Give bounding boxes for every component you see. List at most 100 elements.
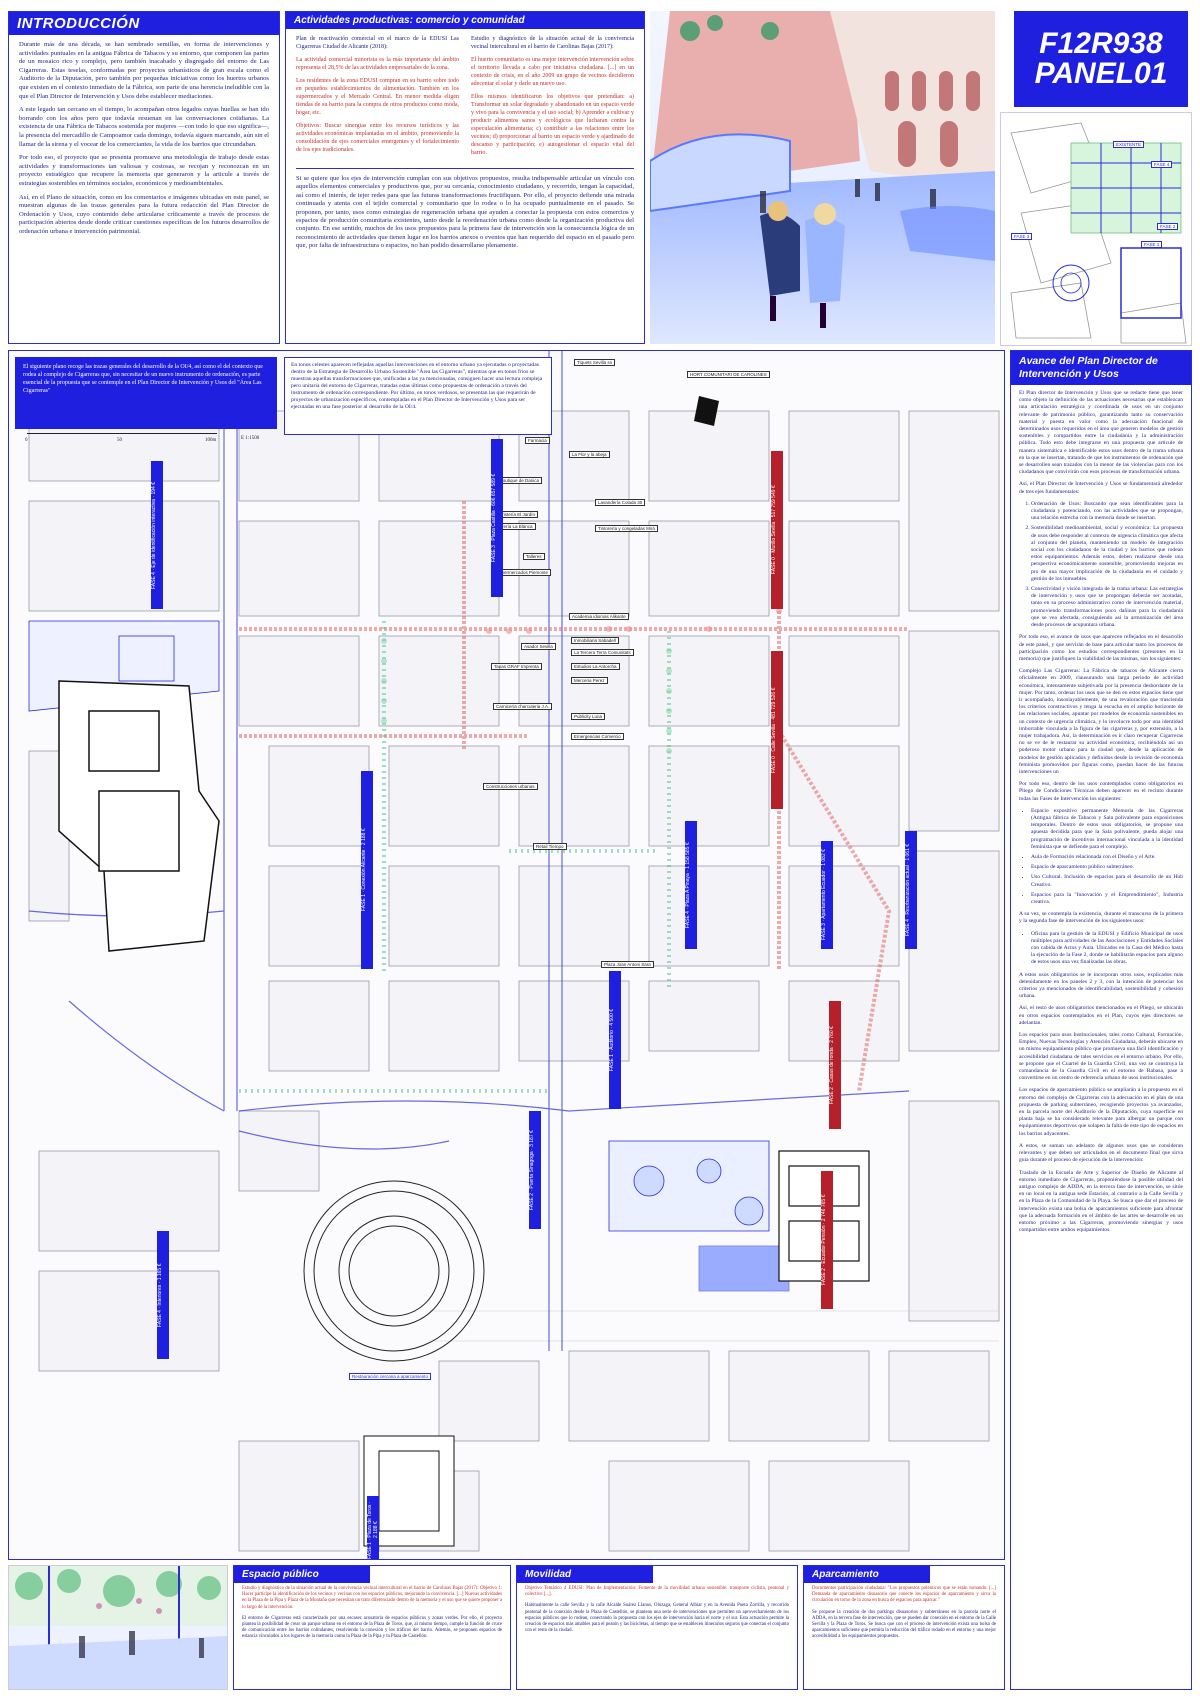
map-place-label: Tapas GRAF Imprenta xyxy=(491,663,542,670)
movilidad-body: Objetivo Temático 4 EDUSI: Plan de Imple… xyxy=(517,1583,797,1642)
map-place-label: Inmobiliaria Sabadell xyxy=(571,637,619,644)
map-place-label: Publicity Luna xyxy=(571,713,606,720)
activities-columns: Plan de reactivación comercial en el mar… xyxy=(286,29,644,168)
phase-tag-label: FASE 2 · Ecuador Pensión xyxy=(821,1225,827,1286)
phase-tag-value: 194 € xyxy=(151,481,157,495)
map-place-label: Academia idiomas Alikante xyxy=(569,613,629,620)
phase-tag-label: FASE 1 · Auditorio xyxy=(609,1030,615,1071)
phase-tag-value: 481 729 526 € xyxy=(771,687,777,720)
map-place-label: Farmacia xyxy=(525,437,550,444)
phase-tag-label: FASE 2 · Puerta Sinagoga xyxy=(529,1151,535,1210)
phase-tag: FASE 4 · Eje de identificación interacti… xyxy=(151,461,163,609)
phase-tag-label: FASE 4 · Reurbanización actual xyxy=(905,865,911,937)
phase-tag-value: 517 759 549 € xyxy=(771,485,777,518)
phase-tag: FASE 2 · Ecuador Pensión · 2 746 765 € xyxy=(821,1171,833,1309)
phase-tag: FASE 1 · Plaza de Toros · 2 188 € xyxy=(367,1496,379,1559)
scale-bar: 0 50 100m E 1:1500 xyxy=(23,433,273,449)
aparcamiento-text: Documentos participación ciudadana: "Los… xyxy=(812,1586,996,1604)
phase-tag-value: 1 158 585 € xyxy=(685,842,691,869)
activities-text: Objetivos: Buscar sinergias entre los re… xyxy=(296,123,459,153)
phase-tag-value: 1 165 € xyxy=(157,1263,163,1280)
panel-title: F12R938 PANEL01 xyxy=(1014,11,1188,107)
phase-tag: FASE 2 · Puerta Sinagoga · 3 187 € xyxy=(529,1111,541,1229)
intro-paragraph: Así, en el Plano de situación, como en l… xyxy=(19,193,269,235)
phase-tag: FASE 3 · Apartamento Ecuador · 1 082 € xyxy=(821,841,833,949)
phase-tag-label: FASE 0 · Calle Sevilla xyxy=(771,723,777,773)
map-place-label: Talleres xyxy=(523,553,545,560)
avance-text: Traslado de la Escuela de Arte y Superio… xyxy=(1019,1169,1183,1234)
map-place-label: Asador Sevilla xyxy=(521,643,556,650)
scale-tick: 0 xyxy=(25,438,28,443)
avance-text: Complejo Las Cigarreras: La Fábrica de t… xyxy=(1019,668,1183,775)
key-plan-label: FASE 3 xyxy=(1011,233,1033,240)
avance-text: Los espacios de aparcamiento público se … xyxy=(1019,1087,1183,1137)
phase-tag-value: 2 188 € xyxy=(373,1521,379,1539)
key-plan-label: FASE 2 xyxy=(1157,223,1179,230)
avance-body: El Plan director de Intervención y Usos … xyxy=(1011,385,1191,1244)
intro-paragraph: Durante más de una década, se han sembra… xyxy=(19,41,269,100)
movilidad-panel: Movilidad Objetivo Temático 4 EDUSI: Pla… xyxy=(516,1565,798,1690)
intro-heading: INTRODUCCIÓN xyxy=(9,12,279,35)
avance-list-item: Aula de Formación relacionada con el Dis… xyxy=(1031,854,1183,861)
espacio-publico-panel: Espacio público Estudio y diagnóstico de… xyxy=(233,1565,511,1690)
map-place-label: Emergencias Comercio xyxy=(571,733,624,740)
phase-tag-value: 1 061 € xyxy=(905,844,911,861)
phase-tag-label: FASE 4 · Plaza A Pinaya xyxy=(685,873,691,928)
avance-text: Por todo eso, el avance de usos que apar… xyxy=(1019,634,1183,662)
avance-eje: Conectividad y visión integrada de la tr… xyxy=(1031,586,1183,629)
key-plan-label: EXISTENTE xyxy=(1113,141,1145,148)
espacio-text: El entorno de Cigarreras está caracteriz… xyxy=(242,1615,502,1640)
intro-panel: INTRODUCCIÓN Durante más de una década, … xyxy=(8,11,280,344)
phase-tag: FASE 3 · Plaza Castilla · 606 657 589 € xyxy=(491,439,503,597)
street-render-image xyxy=(650,11,995,344)
avance-heading: Avance del Plan Director de Intervención… xyxy=(1011,351,1191,385)
site-plan-map: El siguiente plano recoge las trazas gen… xyxy=(8,350,1005,1560)
avance-list-item: Uso Cultural. Inclusión de espacios para… xyxy=(1031,874,1183,888)
map-legend-box: El siguiente plano recoge las trazas gen… xyxy=(15,357,277,429)
activities-text: El huerto comunitario es una mejor inter… xyxy=(471,57,634,87)
phase-tag-value: 2 746 765 € xyxy=(821,1194,827,1222)
phase-tag-label: FASE 4 · Eje de identificación interacti… xyxy=(151,498,157,589)
map-legend-text: El siguiente plano recoge las trazas gen… xyxy=(23,364,263,394)
avance-text: A su vez, se contempla la existencia, du… xyxy=(1019,911,1183,925)
avance-list-item: Espacio expositivo permanente Memoria de… xyxy=(1031,808,1183,851)
intro-body: Durante más de una década, se han sembra… xyxy=(9,35,279,247)
phase-tag-label: FASE 3 · Plaza Castilla xyxy=(491,510,497,563)
avance-list1: Espacio expositivo permanente Memoria de… xyxy=(1019,808,1183,906)
avance-text: A estos, se suman un adelanto de algunos… xyxy=(1019,1142,1183,1164)
avance-text: Los espacios para usos Institucionales, … xyxy=(1019,1032,1183,1082)
activities-col2: Estudio y diagnóstico de la situación ac… xyxy=(471,35,634,162)
aparcamiento-text: Se propone la creación de dos parkings d… xyxy=(812,1609,996,1640)
activities-heading: Actividades productivas: comercio y comu… xyxy=(286,12,644,29)
aparcamiento-heading: Aparcamiento xyxy=(804,1566,930,1583)
phase-tag-value: 2 760 € xyxy=(829,1026,835,1043)
map-place-label: Tintorería y congeladas Mirá xyxy=(595,525,658,532)
phase-tag: FASE 2 · Casas de ronda · 2 760 € xyxy=(829,1001,841,1129)
espacio-heading: Espacio público xyxy=(234,1566,370,1583)
scale-tick: 100m xyxy=(205,438,217,443)
phase-tag-label: FASE 4 · Interiores xyxy=(157,1284,163,1327)
map-note: En tonos celestes aparecen reflejadas aq… xyxy=(284,357,552,435)
avance-text: Así, el Plan Director de Intervención y … xyxy=(1019,481,1183,495)
phase-tag-label: FASE 2 · Casas de ronda xyxy=(829,1047,835,1104)
activities-col1: Plan de reactivación comercial en el mar… xyxy=(296,35,459,162)
phase-tag-value: 3 187 € xyxy=(529,1130,535,1147)
avance-text: Así, el resto de usos obligatorios menci… xyxy=(1019,1005,1183,1026)
map-note-text: En tonos celestes aparecen reflejadas aq… xyxy=(291,362,543,410)
movilidad-text: Habitualmente la calle Sevilla y la call… xyxy=(525,1603,789,1634)
espacio-body: Estudio y diagnóstico de la situación ac… xyxy=(234,1583,510,1649)
movilidad-text: Objetivo Temático 4 EDUSI: Plan de Imple… xyxy=(525,1586,789,1598)
avance-text: Por todo eso, dentro de los usos contemp… xyxy=(1019,781,1183,802)
phase-tag-value: 2 188 € xyxy=(361,828,367,846)
movilidad-heading: Movilidad xyxy=(517,1566,653,1583)
map-place-label: Merceria Perez xyxy=(571,677,608,684)
avance-eje: Sostenibilidad medioambiental, social y … xyxy=(1031,525,1183,583)
map-place-label: La Tercera Terra Comunitats xyxy=(571,649,634,656)
key-plan-label: FASE 1 xyxy=(1141,241,1163,248)
map-place-label: Carnicería charcuteria J.A. xyxy=(493,703,553,710)
map-place-label: La Flor y la abeja xyxy=(569,451,610,458)
activities-text: Los residentes de la zona EDUSI compran … xyxy=(296,78,459,116)
phase-tag: FASE 0 · Calle Sevilla · 481 729 526 € xyxy=(771,651,783,809)
avance-list-item: Espacios para la "Innovación y el Empren… xyxy=(1031,892,1183,906)
phase-tag: FASE 4 · Reurbanización actual · 1 061 € xyxy=(905,831,917,949)
